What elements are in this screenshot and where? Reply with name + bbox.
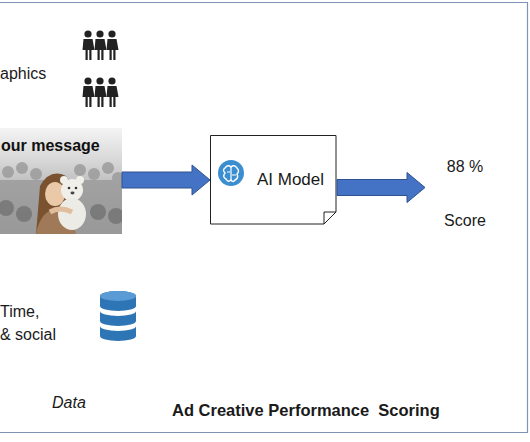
document-border [211,136,337,225]
column-label: Data [52,394,86,412]
diagram-caption: Ad Creative Performance Scoring [172,401,440,420]
ad-image-panel: our message [0,128,122,234]
people-icons [82,30,122,110]
score-output: 88 % Score [425,150,505,234]
data-item-label: & social [0,326,56,344]
people-group [83,30,119,107]
brain-icon [216,158,246,188]
database-icon [99,291,137,343]
score-label: Score [444,212,486,230]
block-arrow [122,165,210,195]
demographics-label: aphics [0,65,46,83]
model-name: AI Model [257,170,324,190]
frame-line [0,3,528,433]
data-item-label: Time, [0,303,39,321]
ad-message-text: our message [1,137,100,155]
score-value: 88 % [447,158,483,176]
block-arrow [337,173,425,203]
